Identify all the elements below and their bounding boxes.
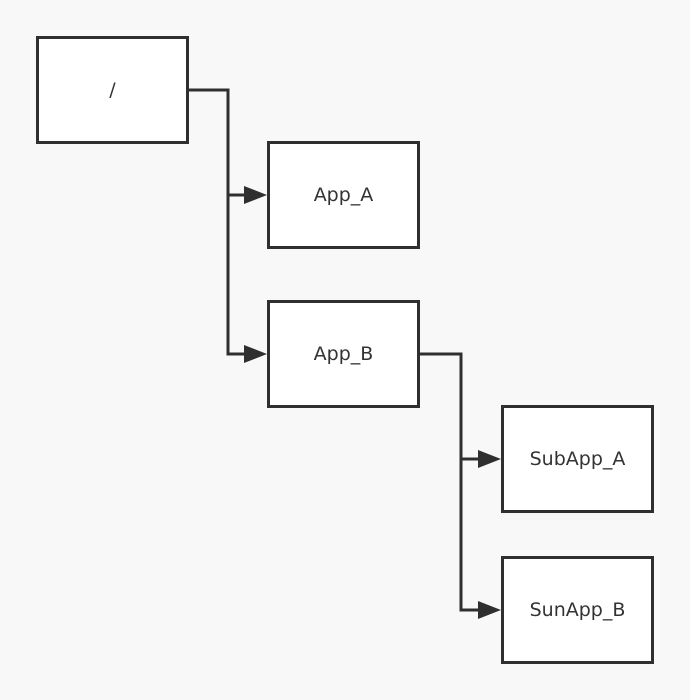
edge-app-b-to-sunapp-b xyxy=(459,459,489,612)
node-app-a-label: App_A xyxy=(313,184,374,206)
node-root-label: / xyxy=(109,79,116,101)
node-subapp-a: SubApp_A xyxy=(501,405,654,513)
node-subapp-a-label: SubApp_A xyxy=(529,448,626,470)
node-root: / xyxy=(36,36,189,144)
arrowhead-app-a xyxy=(244,186,267,204)
node-app-a: App_A xyxy=(267,141,420,249)
node-app-b-label: App_B xyxy=(313,343,374,365)
edge-root-to-app-a xyxy=(189,88,255,197)
node-sunapp-b-label: SunApp_B xyxy=(529,599,626,621)
arrowhead-sunapp-b xyxy=(478,601,501,619)
node-app-b: App_B xyxy=(267,300,420,408)
edge-app-b-to-subapp-a xyxy=(420,352,489,461)
node-sunapp-b: SunApp_B xyxy=(501,556,654,664)
arrowhead-app-b xyxy=(244,345,267,363)
arrowhead-subapp-a xyxy=(478,450,501,468)
edge-root-to-app-b xyxy=(226,195,255,356)
